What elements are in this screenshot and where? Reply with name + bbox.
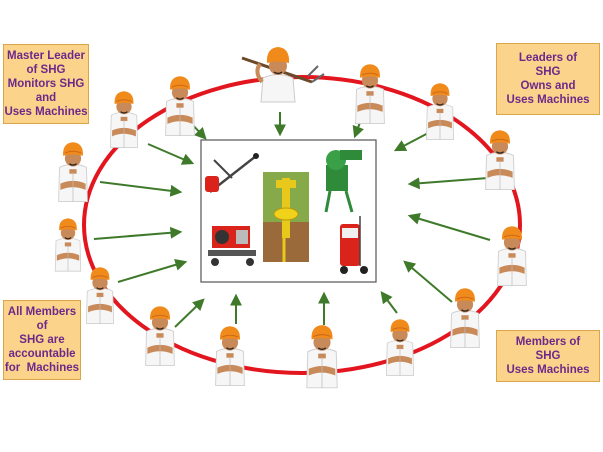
yellow-light-trap-icon (263, 172, 309, 262)
note-line: SHG (535, 350, 561, 362)
member-figure (484, 129, 516, 191)
member-figure (109, 90, 139, 148)
note-line: Leaders of (518, 52, 578, 64)
note-line: SHG are (19, 334, 65, 346)
note-line: Uses Machines (506, 94, 590, 106)
machines-panel (200, 139, 377, 283)
note-all-members: All Members of SHG are accountable for M… (3, 300, 81, 380)
note-line: Uses Machines (4, 106, 88, 118)
member-figure (54, 217, 82, 272)
member-figure (85, 266, 115, 324)
note-line: Master Leader (7, 50, 85, 62)
master-leader-figure (241, 47, 325, 103)
note-line: of (36, 320, 48, 332)
note-leaders: Leaders of SHG Owns and Uses Machines (496, 43, 600, 115)
note-line: Owns and (520, 80, 576, 92)
leader-figure (164, 75, 196, 137)
note-master-leader: Master Leader of SHG Monitors SHG and Us… (3, 44, 89, 124)
note-line: for Machines (4, 362, 80, 374)
member-figure (144, 305, 176, 367)
power-sprayer-icon (340, 216, 368, 274)
arrows (93, 112, 491, 328)
engine-pump-icon (208, 226, 256, 266)
note-line: Uses Machines (506, 364, 590, 376)
note-line: accountable (8, 348, 76, 360)
note-line: SHG (535, 66, 561, 78)
note-line: Monitors SHG (7, 78, 85, 90)
note-members: Members of SHG Uses Machines (496, 330, 600, 382)
note-line: Members of (515, 336, 581, 348)
note-line: All Members (7, 306, 77, 318)
member-figure (306, 324, 338, 389)
green-chaff-cutter-icon (324, 150, 362, 213)
leader-figure (354, 63, 386, 125)
member-figure (449, 287, 481, 349)
leader-figure (425, 82, 455, 140)
member-figure (496, 225, 528, 287)
member-figure (385, 318, 415, 376)
note-line: and (35, 92, 57, 104)
note-line: of SHG (26, 64, 66, 76)
member-figure (57, 141, 89, 203)
member-figure (214, 325, 246, 387)
brush-cutter-icon (205, 153, 259, 193)
